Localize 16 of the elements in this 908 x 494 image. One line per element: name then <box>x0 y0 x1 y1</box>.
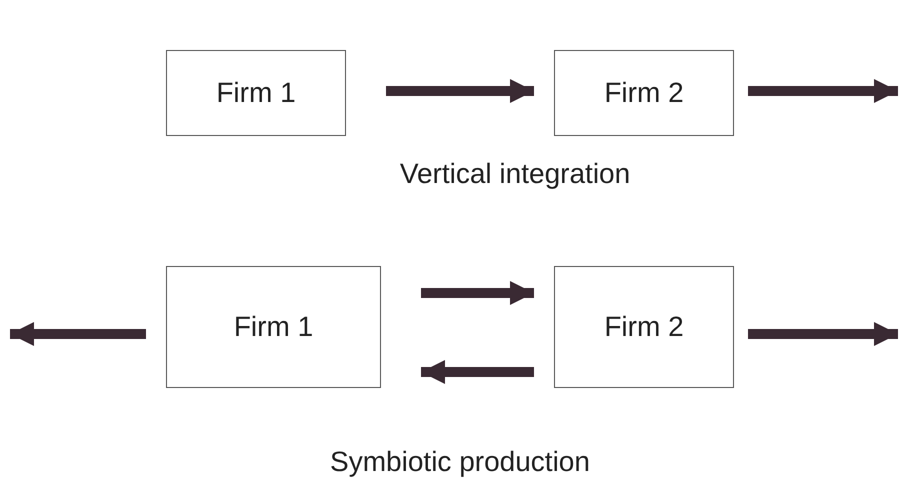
node-label: Firm 2 <box>604 311 684 343</box>
diagram-caption: Symbiotic production <box>330 446 590 478</box>
firm-box <box>166 266 381 388</box>
node-label: Firm 1 <box>234 311 314 343</box>
arrow <box>421 281 534 305</box>
arrow <box>421 360 534 384</box>
arrow <box>386 79 534 103</box>
firm-box <box>554 266 734 388</box>
arrow <box>748 79 898 103</box>
firm-box <box>166 50 346 136</box>
node-label: Firm 1 <box>216 77 296 109</box>
firm-box <box>554 50 734 136</box>
node-label: Firm 2 <box>604 77 684 109</box>
arrow <box>10 322 146 346</box>
arrow <box>748 322 898 346</box>
diagram-caption: Vertical integration <box>400 158 630 190</box>
